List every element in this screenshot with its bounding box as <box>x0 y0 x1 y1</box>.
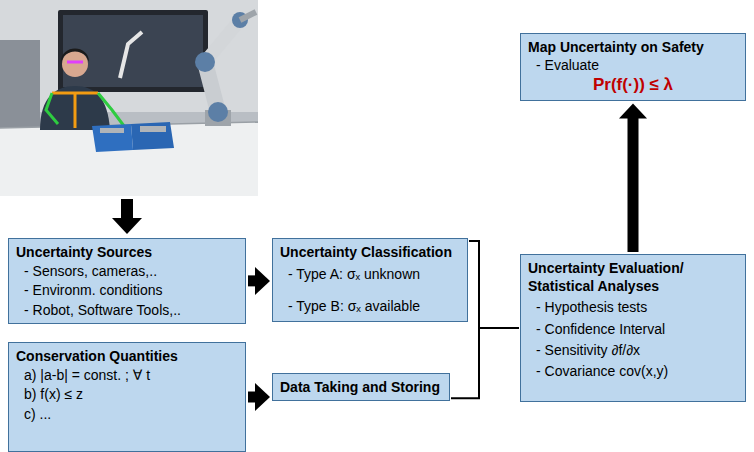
connector-line <box>628 117 639 252</box>
down-arrow <box>112 199 142 234</box>
box-text: - Type A: σₓ unknown <box>280 265 460 283</box>
connector-line <box>469 241 519 328</box>
arrow-head <box>619 103 647 118</box>
block-arrow <box>248 383 270 411</box>
box-text: - Hypothesis tests <box>528 298 738 316</box>
block-arrow <box>248 267 270 295</box>
formula-text: Pr(f(·)) ≤ λ <box>528 74 738 96</box>
box-heading: Uncertainty Evaluation/ Statistical Anal… <box>528 259 738 295</box>
box-heading: Uncertainty Sources <box>16 243 238 261</box>
box-text: b) f(x) ≤ z <box>16 385 238 403</box>
box-text: - Robot, Software Tools,.. <box>16 301 238 319</box>
skeleton-right-arm <box>98 93 124 126</box>
monitor-screen <box>63 15 203 87</box>
monitor <box>58 10 208 92</box>
skeleton-eyes <box>67 61 83 64</box>
work-table <box>0 122 258 196</box>
skeleton-left-arm <box>46 93 58 124</box>
box-text: c) ... <box>16 405 238 423</box>
screen-robot <box>120 32 142 78</box>
workcell-photo <box>0 0 258 196</box>
box-heading: Conservation Quantities <box>16 347 238 365</box>
connector-line <box>248 275 256 286</box>
bin-parts <box>140 126 166 132</box>
bin-parts <box>100 128 124 133</box>
connector-line <box>248 392 256 403</box>
process-box: Uncertainty Classification - Type A: σₓ u… <box>272 238 468 322</box>
box-text: - Type B: σₓ available <box>280 297 460 315</box>
parts-bin <box>131 122 174 150</box>
box-text: - Evaluate <box>528 56 738 74</box>
box-text: - Sensitivity ∂f/∂x <box>528 341 738 359</box>
skeleton-spine <box>74 93 77 128</box>
process-box: Uncertainty Evaluation/ Statistical Anal… <box>520 254 746 402</box>
arrow-head <box>255 267 270 295</box>
box-heading: Map Uncertainty on Safety <box>528 38 738 56</box>
robot-tool <box>240 12 256 20</box>
arrow-head <box>255 383 270 411</box>
box-heading: Data Taking and Storing <box>280 378 442 396</box>
person-head <box>62 51 88 77</box>
process-box: Map Uncertainty on Safety- EvaluatePr(f(… <box>520 33 746 101</box>
box-text: - Covariance cov(x,y) <box>528 362 738 380</box>
robot-joint <box>208 102 228 122</box>
box-text: - Sensors, cameras,.. <box>16 262 238 280</box>
box-text: - Environm. conditions <box>16 281 238 299</box>
connector-line <box>451 328 519 398</box>
box-text: a) |a-b| = const. ; ∀ t <box>16 366 238 384</box>
process-box: Conservation Quantitiesa) |a-b| = const.… <box>8 342 246 452</box>
box-text: - Confidence Interval <box>528 320 738 338</box>
arrow-head <box>112 218 142 234</box>
side-equipment <box>0 40 40 130</box>
photo-background <box>0 0 258 196</box>
arrow-shaft <box>121 199 133 219</box>
process-box: Data Taking and Storing <box>272 373 450 401</box>
bracket-connector <box>469 241 519 328</box>
block-arrow <box>619 103 647 252</box>
parts-bin <box>92 124 133 152</box>
person-hair <box>61 49 89 63</box>
robot-joint <box>195 52 215 72</box>
bracket-connector <box>451 328 519 398</box>
box-heading: Uncertainty Classification <box>280 243 460 261</box>
process-box: Uncertainty Sources- Sensors, cameras,..… <box>8 238 246 324</box>
